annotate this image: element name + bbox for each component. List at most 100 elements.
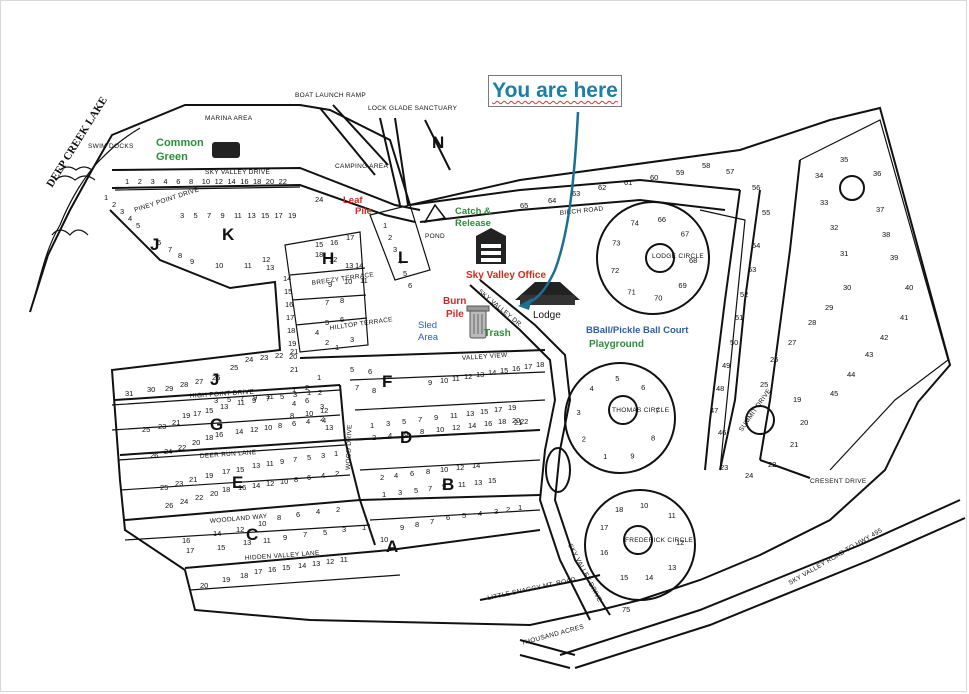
sky-valley-drive-road-lower xyxy=(111,183,416,223)
camping-label: CAMPING AREA xyxy=(335,163,388,170)
lot-number: 1 xyxy=(125,177,129,186)
pond-sketch-icon xyxy=(423,203,447,224)
lot-number: 8 xyxy=(415,520,419,529)
lot-number: 66 xyxy=(658,215,666,224)
lot-number: 18 xyxy=(287,326,295,335)
lot-number: 18 xyxy=(253,177,261,186)
section-letters: A B C D E F G H J J K L xyxy=(150,225,454,556)
lot-number: 22 xyxy=(279,177,287,186)
lot-number: 10 xyxy=(215,261,223,270)
section-a: A xyxy=(386,537,398,556)
bball-court-label: BBall/Pickle Ball Court xyxy=(586,325,689,336)
lot-number: 15 xyxy=(261,211,269,220)
lot-number: 11 xyxy=(234,211,242,220)
catch-release-line2: Release xyxy=(455,218,491,229)
lot-number: 6 xyxy=(368,367,372,376)
lot-number: 4 xyxy=(163,177,167,186)
lot-number: 7 xyxy=(655,406,659,415)
section-c: C xyxy=(246,525,258,544)
pond-label: POND xyxy=(425,233,445,240)
lot-number: 15 xyxy=(315,240,323,249)
catch-release-line1: Catch & xyxy=(455,206,491,217)
lot-number: 24 xyxy=(164,447,172,456)
you-are-here-pointer xyxy=(521,111,580,307)
lot-number: 3 xyxy=(342,525,346,534)
lot-number: 28 xyxy=(180,380,188,389)
lot-number: 16 xyxy=(285,300,293,309)
lot-number: 43 xyxy=(865,350,873,359)
section-d: D xyxy=(400,428,412,447)
lot-number: 20 xyxy=(289,352,297,361)
lodge-circle-center xyxy=(645,243,675,273)
lot-number: 21 xyxy=(189,475,197,484)
lot-number: 18 xyxy=(315,250,323,259)
lot-number: 11 xyxy=(266,459,274,468)
lot-number: 11 xyxy=(452,374,460,383)
lot-number: 7 xyxy=(293,455,297,464)
lot-number: 36 xyxy=(873,169,881,178)
road-frederick-circle: FREDERICK CIRCLE xyxy=(625,537,693,544)
lot-number: 12 xyxy=(262,255,270,264)
lot-number: 13 xyxy=(474,478,482,487)
lot-number: 16 xyxy=(268,565,276,574)
section-f: F xyxy=(382,372,392,391)
road-birch: BIRCH ROAD xyxy=(559,205,603,217)
lot-number: 15 xyxy=(488,476,496,485)
lot-number: 21 xyxy=(172,418,180,427)
lot-number: 12 xyxy=(320,406,328,415)
lot-number: 5 xyxy=(414,486,418,495)
road-valley-view: VALLEY VIEW xyxy=(462,352,509,362)
lot-number: 58 xyxy=(702,161,710,170)
lot-number: 15 xyxy=(284,287,292,296)
lot-number: 6 xyxy=(641,383,645,392)
lot-number: 11 xyxy=(668,511,676,520)
lot-number: 25 xyxy=(160,483,168,492)
property-boundary xyxy=(29,104,952,627)
lot-number: 3 xyxy=(320,402,324,411)
lot-number: 41 xyxy=(900,313,908,322)
lot-number: 5 xyxy=(403,269,407,278)
lot-number: 18 xyxy=(498,417,506,426)
lot-number: 2 xyxy=(335,469,339,478)
lot-number: 7 xyxy=(428,484,432,493)
sled-area-line1: Sled xyxy=(418,320,437,331)
lot-number: 5 xyxy=(325,318,329,327)
lot-number: 8 xyxy=(178,251,182,260)
lot-number: 16 xyxy=(238,483,246,492)
lot-number: 14 xyxy=(355,261,363,270)
lot-number: 12 xyxy=(329,255,337,264)
lot-number: 8 xyxy=(426,467,430,476)
section-l: L xyxy=(398,248,408,267)
high-point-road xyxy=(114,384,341,401)
lot-number: 13 xyxy=(252,461,260,470)
lot-number: 19 xyxy=(793,395,801,404)
lot-number: 10 xyxy=(305,409,313,418)
lot-number: 42 xyxy=(880,333,888,342)
lot-number: 5 xyxy=(194,211,198,220)
thomas-circle-center xyxy=(608,395,638,425)
lot-number: 14 xyxy=(488,368,496,377)
lot-number: 3 xyxy=(393,245,397,254)
lot-number: 29 xyxy=(165,384,173,393)
lot-number: 10 xyxy=(202,177,210,186)
lot-number: 16 xyxy=(182,536,190,545)
lot-number: 17 xyxy=(494,405,502,414)
lot-number: 1 xyxy=(370,421,374,430)
lot-number: 18 xyxy=(240,571,248,580)
lot-number: 15 xyxy=(500,366,508,375)
lot-number: 6 xyxy=(446,513,450,522)
lot-number: 10 xyxy=(280,477,288,486)
section-h: H xyxy=(322,249,334,268)
lot-number: 35 xyxy=(840,155,848,164)
lot-number: 8 xyxy=(340,296,344,305)
lot-number: 11 xyxy=(237,398,245,407)
lot-number: 13 xyxy=(220,402,228,411)
lot-number: 3 xyxy=(151,177,155,186)
lot-number: 10 xyxy=(440,465,448,474)
lot-number: 17 xyxy=(275,211,283,220)
thomas-circle-ring xyxy=(564,362,676,474)
lot-number: 13 xyxy=(325,423,333,432)
lot-number: 27 xyxy=(788,338,796,347)
lot-number: 14 xyxy=(252,481,260,490)
